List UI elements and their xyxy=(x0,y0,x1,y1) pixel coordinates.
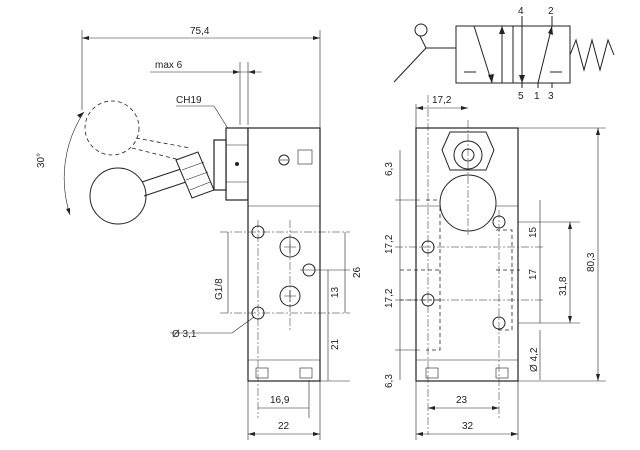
label-ch19: CH19 xyxy=(176,95,202,106)
flow-path xyxy=(473,25,493,84)
side-view: 17,2 6,3 17,2 17,2 6,3 15 17 31,8 80,3 Ø… xyxy=(384,95,606,440)
dim-label-26: 26 xyxy=(352,266,363,278)
dim-label-31-8: 31,8 xyxy=(558,276,569,296)
port-label-3: 3 xyxy=(548,91,554,102)
screw xyxy=(278,154,290,166)
foot xyxy=(299,367,313,379)
dim-label-17: 17 xyxy=(528,268,539,280)
dim-label-80-3: 80,3 xyxy=(586,252,597,272)
arrow-head xyxy=(428,406,435,410)
arrow-head xyxy=(461,106,468,110)
dim-label-max6: max 6 xyxy=(155,60,183,71)
internal-channel xyxy=(426,199,441,351)
lever-shaft xyxy=(141,167,187,197)
lever-ball-deflected xyxy=(84,100,140,156)
dim-label-6-3-bottom: 6,3 xyxy=(384,374,395,388)
arrow-head xyxy=(248,432,255,436)
internal-channel xyxy=(496,229,513,331)
lever-knob-icon xyxy=(414,23,428,37)
arrow-head xyxy=(233,70,240,74)
arrow-head xyxy=(568,222,572,229)
hex-stem xyxy=(213,139,227,191)
foot xyxy=(425,367,439,379)
angle-arc xyxy=(63,111,85,216)
arrow-head xyxy=(511,432,518,436)
dim-label-23: 23 xyxy=(456,395,468,406)
arrow-head xyxy=(596,374,600,381)
dim-label-17-2-top: 17,2 xyxy=(432,95,452,106)
arrow-head xyxy=(568,316,572,323)
dim-label-75-4: 75,4 xyxy=(190,26,210,37)
arrow-head xyxy=(492,406,499,410)
arrow-head xyxy=(248,70,255,74)
arrow-head xyxy=(313,432,320,436)
dim-label-17-2-a: 17,2 xyxy=(384,234,395,254)
internal-channel xyxy=(400,269,520,301)
lever-arm xyxy=(393,47,427,83)
dim-label-22: 22 xyxy=(278,421,290,432)
arrow-head xyxy=(596,128,600,135)
arrow-head xyxy=(488,74,494,83)
dim-label-21: 21 xyxy=(330,338,341,350)
arrow-head xyxy=(548,26,553,35)
dim-label-6-3-top: 6,3 xyxy=(384,162,395,176)
pilot-window xyxy=(297,149,313,165)
hex-center xyxy=(235,162,239,166)
lever-ball xyxy=(89,167,147,225)
label-d42: Ø 4,2 xyxy=(529,347,540,372)
arrow-head xyxy=(77,112,84,118)
leader-d31 xyxy=(170,316,255,334)
spring-icon xyxy=(569,38,615,72)
dim-label-15: 15 xyxy=(528,226,539,238)
port-label-1: 1 xyxy=(534,91,540,102)
front-view: 75,4 max 6 CH19 30° xyxy=(36,26,363,440)
boot-ribs xyxy=(181,161,211,191)
dim-label-13: 13 xyxy=(330,286,341,298)
arrow-head xyxy=(313,36,320,40)
leader-ch19 xyxy=(176,105,233,136)
dim-label-17-2-b: 17,2 xyxy=(384,288,395,308)
foot xyxy=(255,367,269,379)
lever-shaft-deflected xyxy=(131,137,191,163)
angle-label-30: 30° xyxy=(36,153,47,168)
arrow-head xyxy=(416,432,423,436)
arrow-head xyxy=(519,75,525,83)
arrow-head xyxy=(66,208,70,215)
lever-arm xyxy=(419,35,427,49)
port-label-2: 2 xyxy=(548,6,554,17)
label-d31: Ø 3,1 xyxy=(172,329,197,340)
port-label-5: 5 xyxy=(518,91,524,102)
symbol-box-left xyxy=(455,25,514,84)
foot xyxy=(495,367,509,379)
dim-label-32: 32 xyxy=(462,421,474,432)
pneumatic-symbol: 4 2 5 1 3 xyxy=(393,6,615,102)
arrow-head xyxy=(82,36,89,40)
port-label-4: 4 xyxy=(518,6,524,17)
arrow-head xyxy=(499,26,505,34)
flow-path xyxy=(537,25,553,84)
label-g18: G1/8 xyxy=(214,278,225,300)
arrow-head xyxy=(416,106,423,110)
lever-boot xyxy=(175,151,215,199)
dim-label-16-9: 16,9 xyxy=(270,395,290,406)
